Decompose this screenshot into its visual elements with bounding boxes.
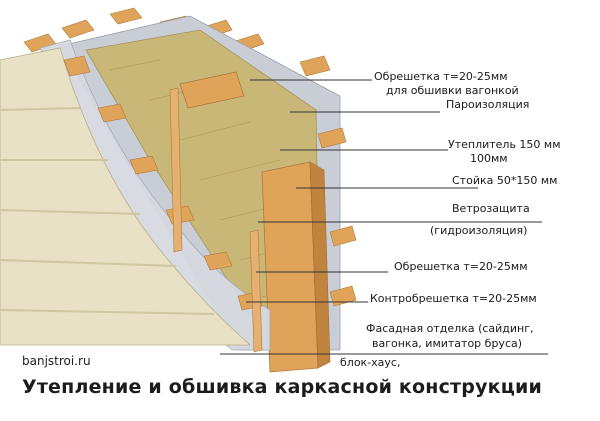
label-insulation-alt: 100мм <box>470 152 508 165</box>
label-vapor-barrier: Пароизоляция <box>446 98 530 111</box>
diagram-caption: Утепление и обшивка каркасной конструкци… <box>22 376 543 398</box>
siding-layer <box>0 47 252 346</box>
label-insulation: Утеплитель 150 мм <box>448 138 561 151</box>
vertical-stud-side <box>309 161 331 369</box>
siding-boards <box>0 107 215 315</box>
site-watermark: banjstroi.ru <box>22 354 91 368</box>
top-stud <box>179 71 245 109</box>
label-batten-lining: Обрешетка т=20-25мм <box>374 70 508 83</box>
label-waterproofing: (гидроизоляция) <box>430 224 528 237</box>
label-counter-batten: Контробрешетка т=20-25мм <box>370 292 537 305</box>
vertical-laths <box>169 87 263 353</box>
label-batten-lining-note: для обшивки вагонкой <box>386 84 519 97</box>
label-facade-finish: Фасадная отделка (сайдинг, <box>366 322 534 335</box>
leader-lines <box>220 79 548 355</box>
batten-ends-right <box>299 55 357 307</box>
label-facade-finish-cont: вагонка, имитатор бруса) <box>372 337 523 350</box>
label-batten: Обрешетка т=20-25мм <box>394 260 528 273</box>
label-stud: Стойка 50*150 мм <box>452 174 558 187</box>
label-wind-barrier: Ветрозащита <box>452 202 530 215</box>
label-facade-finish-end: блок-хаус, <box>340 356 401 369</box>
